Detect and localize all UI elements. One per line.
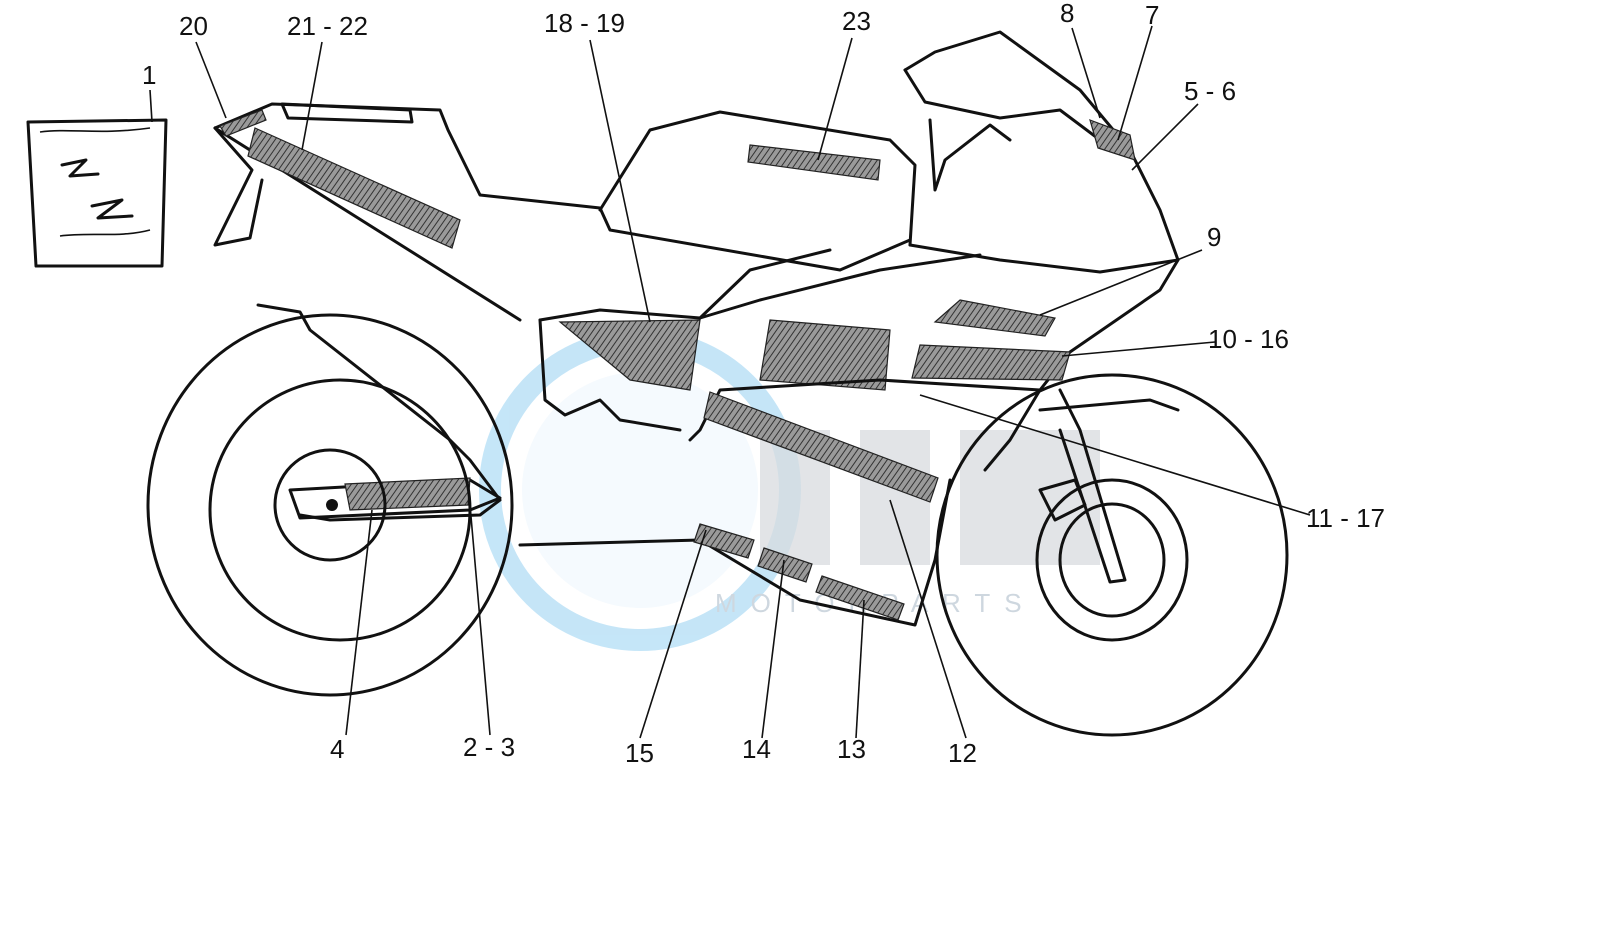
leader-lines [149, 25, 1311, 739]
callout-18-19: 18 - 19 [544, 8, 625, 38]
tail-section [213, 102, 912, 322]
callout-7: 7 [1145, 0, 1159, 30]
callout-13: 13 [837, 734, 866, 764]
callout-12: 12 [948, 738, 977, 768]
callout-8: 8 [1060, 0, 1074, 28]
front-fairing [903, 30, 1180, 472]
callout-11-17: 11 - 17 [1306, 503, 1385, 533]
swingarm [256, 303, 502, 522]
callout-2-3: 2 - 3 [463, 732, 515, 762]
front-wheel [935, 373, 1289, 737]
main-fairing [518, 248, 1042, 627]
callout-20: 20 [179, 11, 208, 41]
callout-15: 15 [625, 738, 654, 768]
callout-9: 9 [1207, 222, 1221, 252]
callout-1: 1 [142, 60, 156, 90]
callout-21-22: 21 - 22 [287, 11, 368, 41]
callout-14: 14 [742, 734, 771, 764]
callout-labels: 1 20 21 - 22 18 - 19 23 8 7 5 - 6 9 10 -… [142, 0, 1385, 768]
callout-5-6: 5 - 6 [1184, 76, 1236, 106]
fuel-tank [598, 110, 917, 247]
callout-4: 4 [330, 734, 344, 764]
decal-sheet [26, 118, 168, 268]
callout-23: 23 [842, 6, 871, 36]
callout-10-16: 10 - 16 [1208, 324, 1289, 354]
